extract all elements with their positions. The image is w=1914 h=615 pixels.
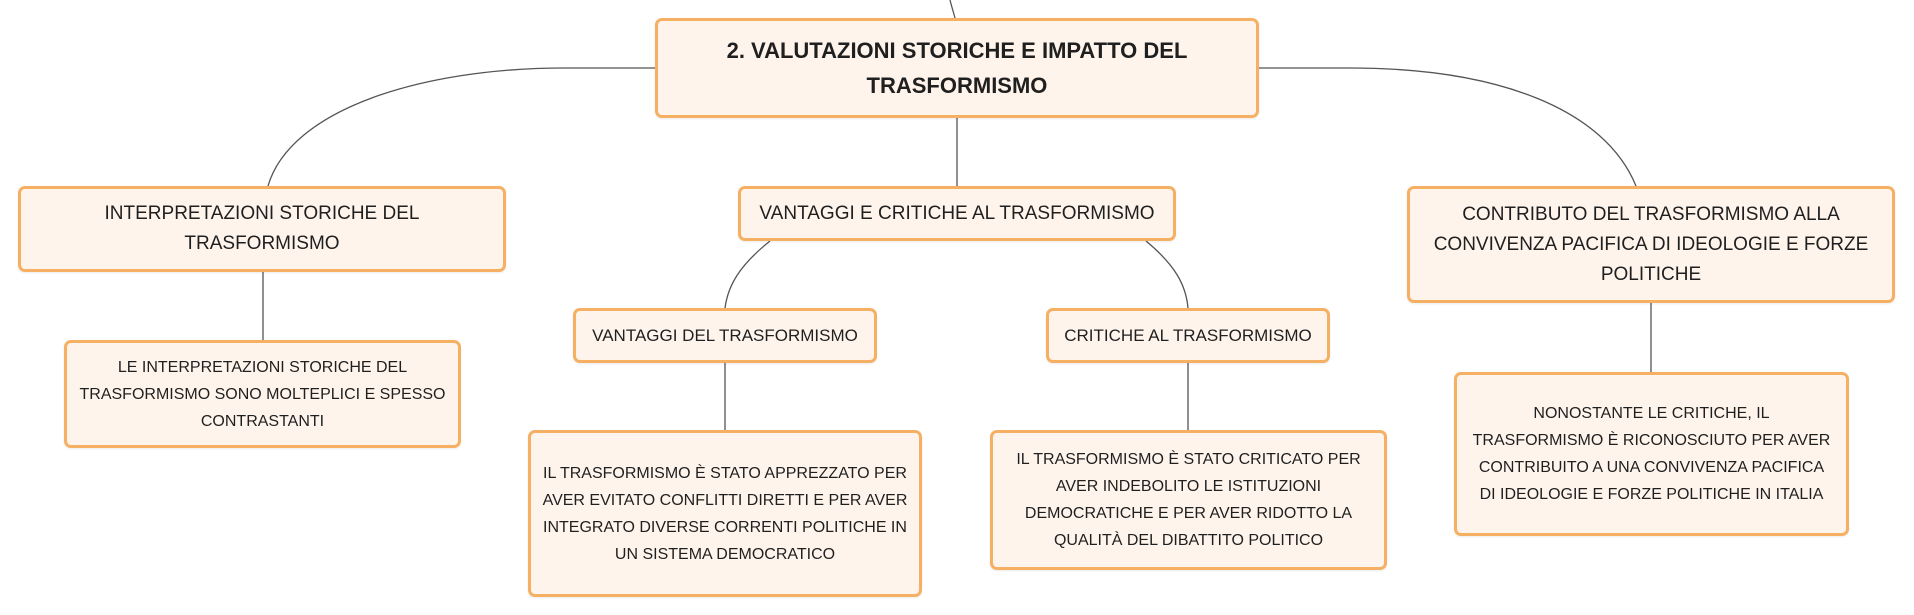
node-text-line: INTEGRATO DIVERSE CORRENTI POLITICHE IN [543, 518, 907, 536]
node-critiche[interactable]: CRITICHE AL TRASFORMISMO [1046, 308, 1330, 363]
node-text-line: CONTRIBUITO A UNA CONVIVENZA PACIFICA [1478, 459, 1825, 476]
node-label-line: POLITICHE [1600, 263, 1702, 285]
node-text-line: TRASFORMISMO SONO MOLTEPLICI E SPESSO [79, 385, 446, 403]
node-text-line: UN SISTEMA DEMOCRATICO [614, 545, 836, 563]
node-text-line: AVER EVITATO CONFLITTI DIRETTI E PER AVE… [542, 491, 908, 509]
node-interpretazioni-detail[interactable]: LE INTERPRETAZIONI STORICHE DEL TRASFORM… [64, 340, 461, 448]
node-vantaggi-e-critiche[interactable]: VANTAGGI E CRITICHE AL TRASFORMISMO [738, 186, 1176, 241]
node-contributo-detail[interactable]: NONOSTANTE LE CRITICHE, IL TRASFORMISMO … [1454, 372, 1849, 536]
connector-root-to-contributo [1259, 67, 1637, 187]
node-text-line: NONOSTANTE LE CRITICHE, IL [1533, 405, 1770, 422]
connector-root-to-interpretazioni [267, 67, 655, 187]
node-label: INTERPRETAZIONI STORICHE DEL TRASFORMISM… [104, 203, 420, 254]
node-vantaggi-detail[interactable]: IL TRASFORMISMO È STATO APPREZZATO PER A… [528, 430, 922, 597]
node-text-line: DEMOCRATICHE E PER AVER RIDOTTO LA [1024, 505, 1353, 522]
node-contributo[interactable]: CONTRIBUTO DEL TRASFORMISMO ALLA CONVIVE… [1407, 186, 1895, 303]
connector-incoming [949, 0, 956, 19]
node-vantaggi[interactable]: VANTAGGI DEL TRASFORMISMO [573, 308, 877, 363]
node-text-line: TRASFORMISMO È RICONOSCIUTO PER AVER [1472, 432, 1831, 449]
node-label: VANTAGGI E CRITICHE AL TRASFORMISMO [759, 202, 1155, 224]
root-node[interactable]: 2. VALUTAZIONI STORICHE E IMPATTO DEL TR… [655, 18, 1259, 118]
node-text-line: CONTRASTANTI [200, 412, 325, 430]
root-title-line: TRASFORMISMO [866, 73, 1048, 98]
connector-vantaggi-critiche-to-vantaggi [724, 240, 771, 309]
node-label: CRITICHE AL TRASFORMISMO [1064, 326, 1312, 345]
node-critiche-detail[interactable]: IL TRASFORMISMO È STATO CRITICATO PER AV… [990, 430, 1387, 570]
connector-vantaggi-critiche-to-critiche [1145, 240, 1189, 309]
node-label-line: CONTRIBUTO DEL TRASFORMISMO ALLA [1462, 203, 1840, 225]
root-title-line: 2. VALUTAZIONI STORICHE E IMPATTO DEL [726, 38, 1188, 63]
node-text-line: DI IDEOLOGIE E FORZE POLITICHE IN ITALIA [1479, 486, 1824, 503]
node-text-line: IL TRASFORMISMO È STATO CRITICATO PER [1016, 451, 1361, 468]
node-text-line: QUALITÀ DEL DIBATTITO POLITICO [1053, 532, 1324, 549]
node-interpretazioni-storiche[interactable]: INTERPRETAZIONI STORICHE DEL TRASFORMISM… [18, 186, 506, 272]
node-label: VANTAGGI DEL TRASFORMISMO [592, 326, 858, 345]
node-text-line: IL TRASFORMISMO È STATO APPREZZATO PER [543, 464, 907, 482]
node-text-line: LE INTERPRETAZIONI STORICHE DEL [117, 358, 408, 376]
node-text-line: AVER INDEBOLITO LE ISTITUZIONI [1055, 478, 1322, 495]
node-label-line: CONVIVENZA PACIFICA DI IDEOLOGIE E FORZE [1433, 233, 1869, 255]
